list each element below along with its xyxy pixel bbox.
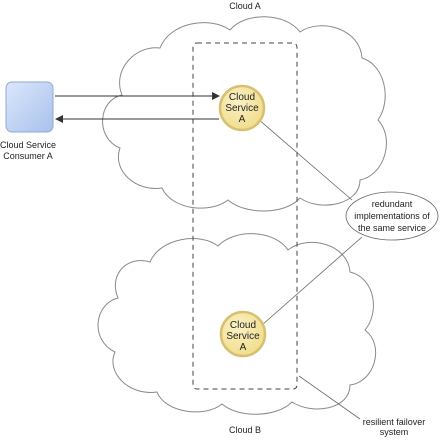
cloud-service-a-bottom (219, 310, 267, 358)
cloud-service-a-top (218, 84, 266, 132)
consumer-label-line2: Consumer A (3, 151, 53, 161)
consumer-label-line1: Cloud Service (0, 140, 56, 150)
service-top-line1: Cloud (229, 92, 255, 103)
service-bottom-line1: Cloud (230, 320, 256, 331)
callout-line-bottom (261, 236, 363, 326)
cloud-service-consumer-icon (5, 81, 54, 133)
cloud-b-label: Cloud B (229, 425, 261, 435)
failover-system-boundary (192, 42, 298, 390)
failover-callout-line2: system (380, 427, 409, 437)
redundant-callout-line2: implementations of (354, 211, 430, 221)
redundant-callout-line3: the same service (358, 223, 426, 233)
cloud-a-label: Cloud A (229, 1, 261, 11)
failover-callout-line1: resilient failover (363, 417, 426, 427)
service-top-line2: Service (225, 103, 259, 114)
callout-line-top (257, 118, 353, 201)
redundant-implementations-callout (345, 191, 439, 241)
failover-callout-line (298, 375, 361, 420)
service-bottom-line2: Service (226, 331, 260, 342)
service-top-line3: A (239, 114, 246, 125)
redundant-callout-line1: redundant (372, 199, 413, 209)
service-bottom-line3: A (240, 342, 247, 353)
